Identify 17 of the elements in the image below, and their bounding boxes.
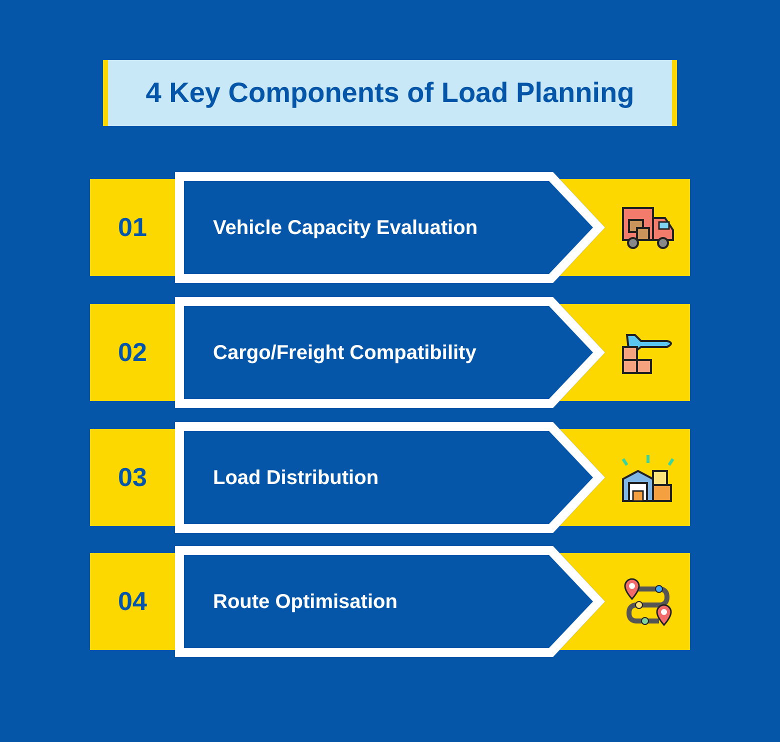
number-panel (90, 429, 175, 526)
step-number: 04 (118, 585, 147, 618)
step-number: 02 (118, 336, 147, 369)
step-banner (175, 297, 605, 408)
step-banner (175, 172, 605, 283)
number-panel (90, 553, 175, 650)
step-banner (175, 422, 605, 533)
step-label: Cargo/Freight Compatibility (213, 340, 476, 366)
step-label: Vehicle Capacity Evaluation (213, 216, 478, 240)
step-number: 03 (118, 461, 147, 494)
number-panel (90, 179, 175, 276)
title: 4 Key Components of Load Planning (146, 76, 634, 110)
step-number: 01 (118, 211, 147, 244)
number-panel (90, 304, 175, 401)
step-banner (175, 546, 605, 657)
step-label: Load Distribution (213, 466, 379, 490)
step-label: Route Optimisation (213, 590, 398, 614)
